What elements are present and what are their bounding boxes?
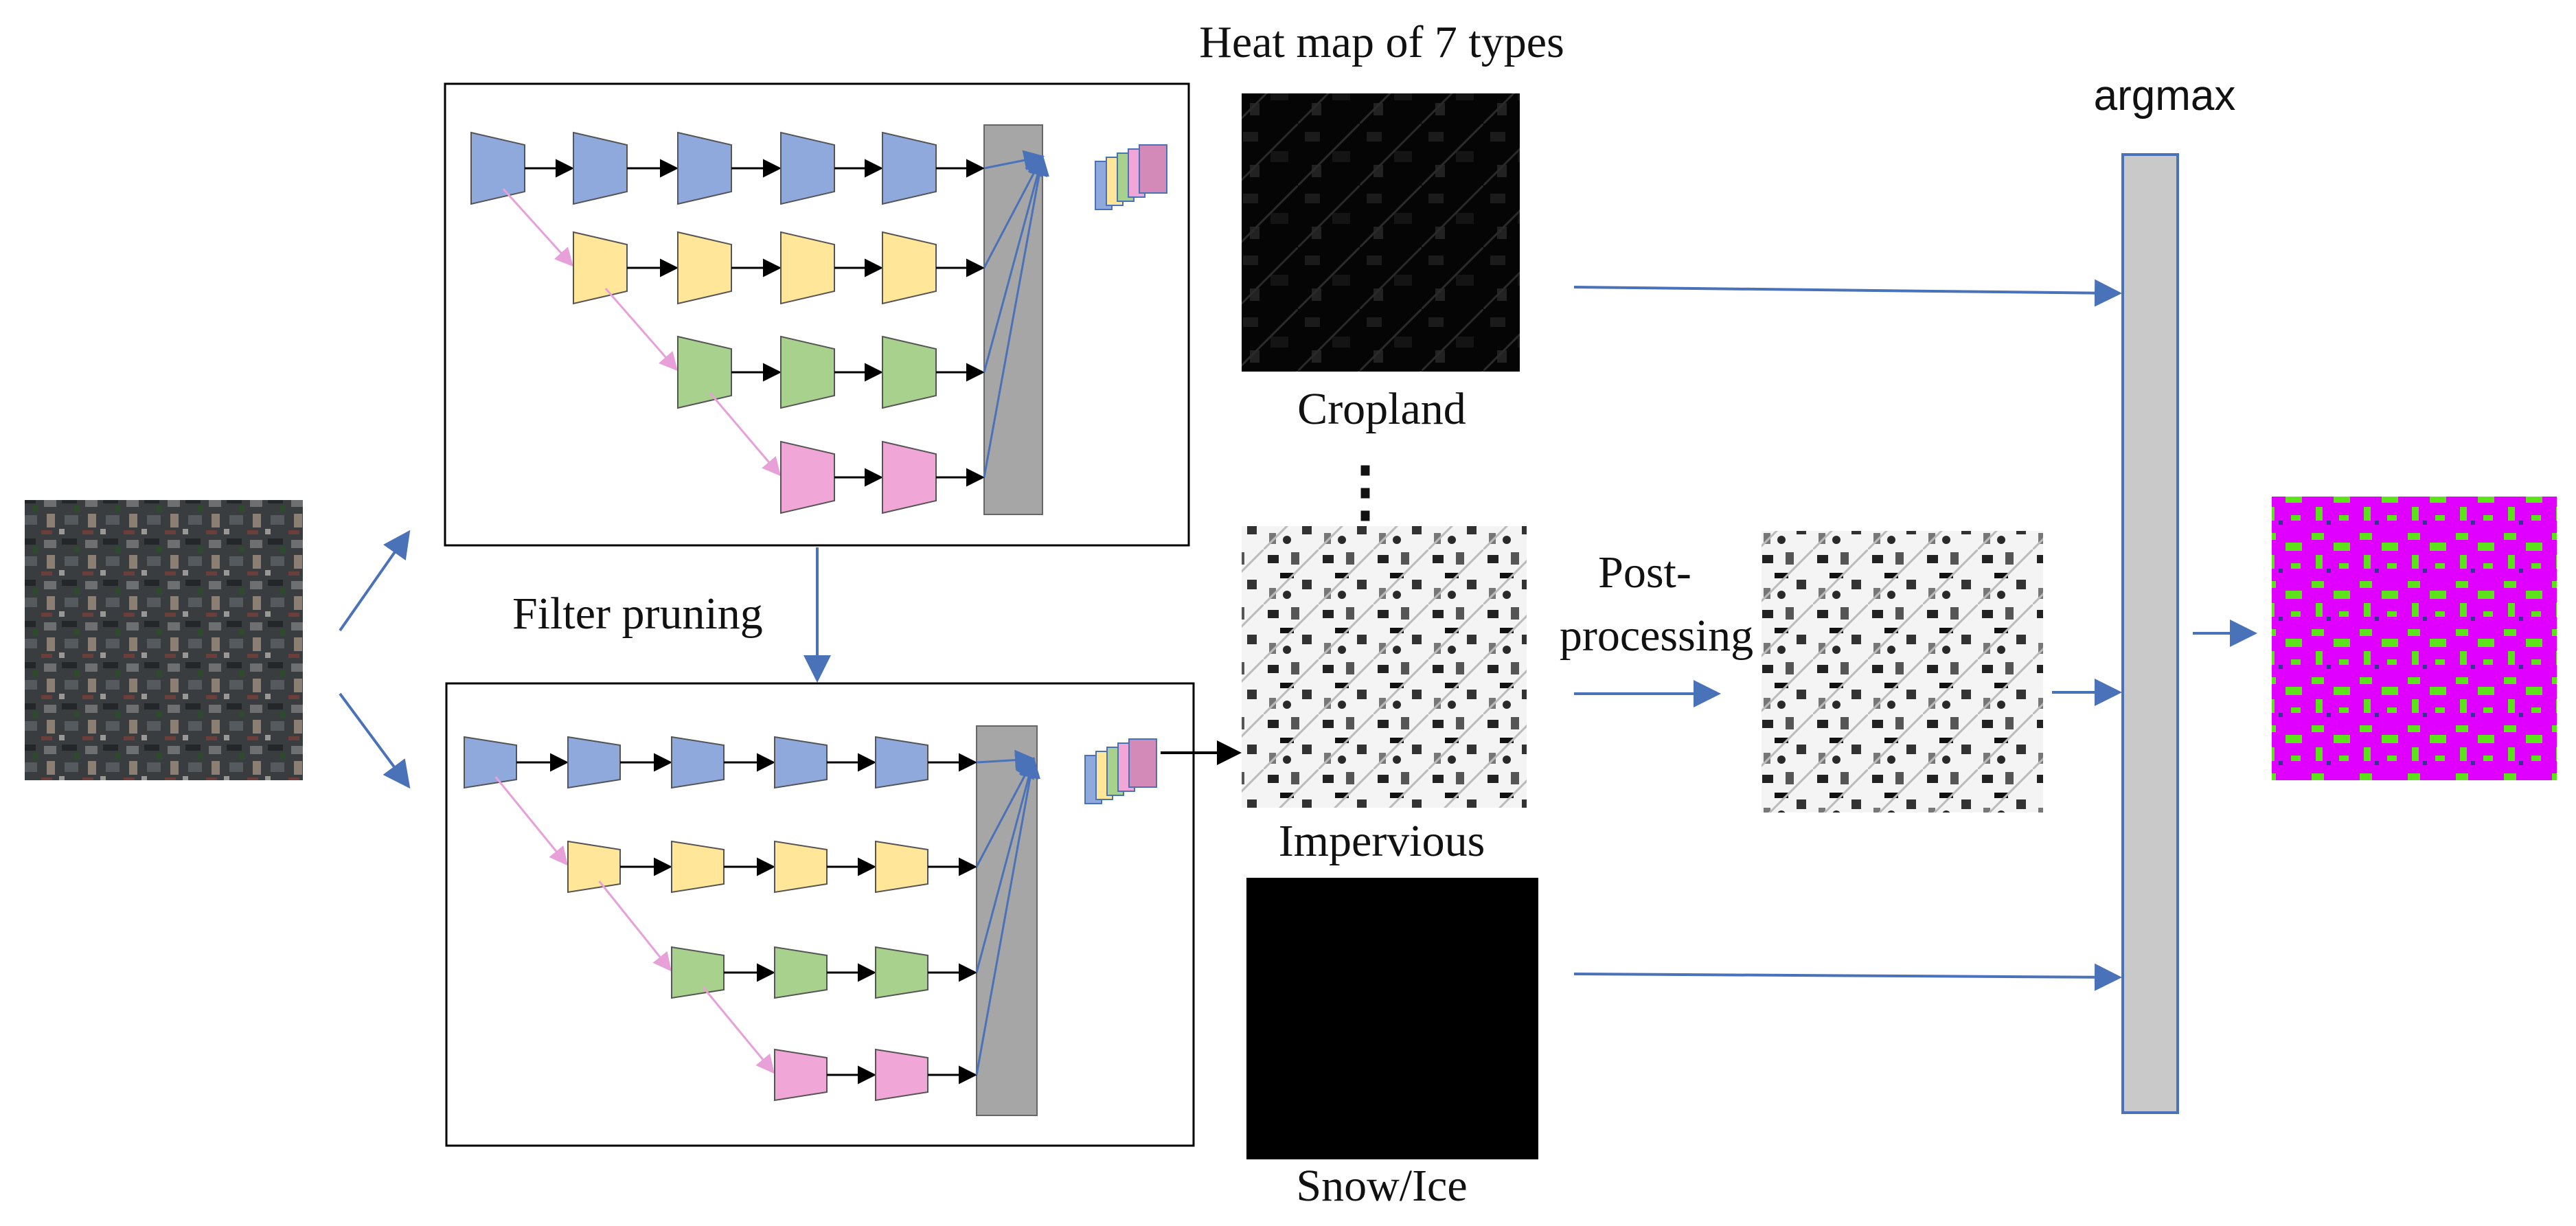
post-processing-label-line1: Post- xyxy=(1598,547,1691,598)
argmax-bar xyxy=(2121,153,2179,1114)
stage1-block xyxy=(780,131,835,205)
stage3-block xyxy=(875,946,928,999)
fusion-arrow xyxy=(983,155,1048,373)
stage3-block xyxy=(780,335,835,409)
stage2-block xyxy=(671,840,725,894)
stage3-block xyxy=(774,946,828,999)
stage3-block xyxy=(671,946,725,999)
output-feature-map-front xyxy=(1128,738,1157,788)
downsample-arrow xyxy=(598,881,672,972)
snow-ice-label: Snow/Ice xyxy=(1296,1161,1467,1211)
heatmap-impervious xyxy=(1242,526,1527,808)
downsample-arrow xyxy=(709,392,781,477)
stage1-block xyxy=(774,736,828,789)
heatmap-title: Heat map of 7 types xyxy=(1199,17,1564,67)
stage2-block xyxy=(677,231,732,305)
stage4-block xyxy=(780,440,835,514)
arrow-cropland-to-argmax xyxy=(1573,279,2122,307)
stage1-block xyxy=(573,131,628,205)
stage1-block xyxy=(464,736,517,789)
stage1-block xyxy=(875,736,928,789)
arrow-input-to-bottom xyxy=(339,692,411,789)
stage1-block xyxy=(882,131,937,205)
cropland-label: Cropland xyxy=(1297,384,1466,434)
output-segmentation-map xyxy=(2272,497,2557,780)
fusion-arrow xyxy=(983,155,1049,478)
fusion-arrow xyxy=(975,757,1039,973)
stage1-block xyxy=(567,736,621,789)
heatmap-postprocessed xyxy=(1762,531,2043,813)
downsample-arrow xyxy=(494,776,568,866)
stage2-block xyxy=(567,840,621,894)
stage2-block xyxy=(875,840,928,894)
arrow-snow-ice-to-argmax xyxy=(1573,963,2122,991)
downsample-arrow xyxy=(502,188,574,267)
downsample-arrow xyxy=(702,986,775,1074)
stage4-block xyxy=(882,440,937,514)
post-processing-label-line2: processing xyxy=(1560,611,1753,661)
stage1-block xyxy=(677,131,732,205)
stage1-block xyxy=(671,736,725,789)
stage4-block xyxy=(774,1048,828,1102)
ellipsis-label: ⋮ xyxy=(1332,455,1398,528)
arrow-input-to-top xyxy=(339,530,411,632)
stage4-block xyxy=(875,1048,928,1102)
input-satellite-image xyxy=(25,500,303,780)
stage2-block xyxy=(780,231,835,305)
downsample-arrow xyxy=(604,288,678,372)
stage2-block xyxy=(573,231,628,305)
stage2-block xyxy=(774,840,828,894)
argmax-label: argmax xyxy=(2094,72,2236,120)
stage3-block xyxy=(882,335,937,409)
filter-pruning-label: Filter pruning xyxy=(512,589,763,639)
fusion-arrow xyxy=(975,757,1040,1076)
stage1-block xyxy=(470,131,525,205)
impervious-label: Impervious xyxy=(1279,816,1485,866)
stage2-block xyxy=(882,231,937,305)
heatmap-snow-ice xyxy=(1246,878,1538,1159)
pruned-network-box xyxy=(445,682,1195,1147)
heatmap-cropland xyxy=(1242,93,1520,372)
stage3-block xyxy=(677,335,732,409)
output-feature-map-front xyxy=(1139,144,1167,194)
original-network-box xyxy=(444,82,1190,547)
